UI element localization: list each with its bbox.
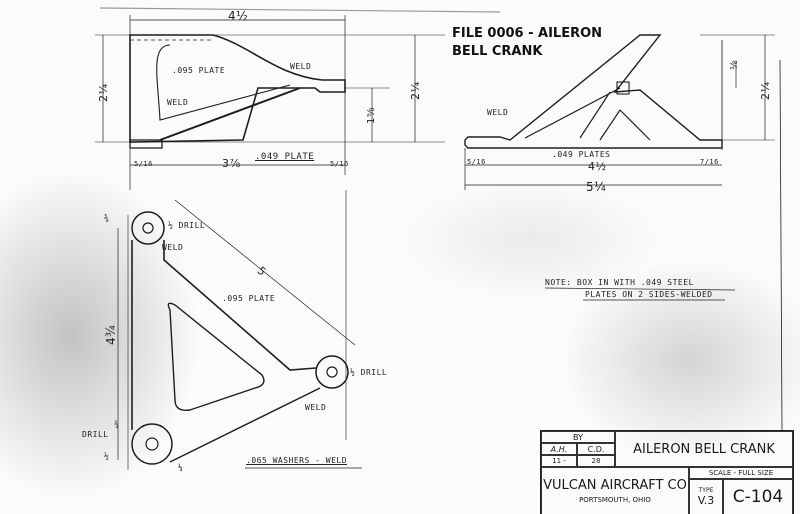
label-weld: WELD — [162, 243, 184, 252]
by-label: BY — [541, 431, 615, 443]
dim-small-bottom: ¾ — [114, 420, 120, 429]
type-cell: TYPE V.3 — [689, 479, 723, 514]
date-year: 28 — [577, 455, 615, 467]
label-095-plate: .095 PLATE — [222, 294, 276, 303]
dim-radius: ¼ — [178, 463, 184, 472]
dim-middle: 4½ — [588, 160, 607, 173]
scale: SCALE - FULL SIZE — [689, 467, 793, 479]
dim-left-height: 2¼ — [97, 83, 110, 102]
side-view — [95, 15, 445, 190]
dim-overall: 5¼ — [586, 180, 607, 194]
file-title: FILE 0006 - AILERON — [452, 26, 603, 41]
type-value: V.3 — [697, 494, 715, 507]
company-name: VULCAN AIRCRAFT CO — [543, 478, 687, 493]
title-block: BY A.H. C.D. 11 - 28 AILERON BELL CRANK … — [540, 430, 794, 514]
label-weld: WELD — [305, 403, 327, 412]
dim-offset: ½ — [104, 452, 110, 461]
note-line-2: PLATES ON 2 SIDES-WELDED — [585, 290, 713, 299]
dim-right: 5/16 — [330, 160, 349, 168]
label-washers-weld: .065 WASHERS - WELD — [246, 456, 348, 465]
label-drill: DRILL — [82, 430, 109, 439]
checked-by: C.D. — [577, 443, 615, 455]
sheet-edge — [99, 7, 501, 13]
label-049-plate: .049 PLATE — [255, 152, 315, 162]
date-month: 11 - — [541, 455, 577, 467]
drawn-by: A.H. — [541, 443, 577, 455]
file-subtitle: BELL CRANK — [452, 44, 543, 59]
part-name: AILERON BELL CRANK — [615, 431, 793, 467]
dim-height: 2¼ — [759, 81, 772, 100]
dim-middle: 3⅞ — [222, 157, 241, 170]
dim-top: ⅛ — [729, 59, 740, 70]
plan-view — [117, 190, 356, 470]
label-weld: WELD — [487, 108, 509, 117]
label-drill: ½ DRILL — [350, 368, 388, 377]
dim-left: 5/16 — [467, 158, 486, 166]
dim-right-height: 2¼ — [409, 81, 422, 100]
type-label: TYPE — [698, 487, 714, 494]
label-049-plates: .049 PLATES — [552, 150, 611, 159]
drawing-number: C-104 — [723, 479, 793, 514]
dim-lug-height: 1⅝ — [366, 106, 377, 124]
label-095-plate: .095 PLATE — [172, 66, 226, 75]
company-location: PORTSMOUTH, OHIO — [579, 496, 651, 504]
label-weld: WELD — [290, 62, 312, 71]
label-weld: WELD — [167, 98, 189, 107]
dim-height: 4¾ — [104, 324, 118, 345]
dim-small-top: ⅜ — [104, 214, 110, 223]
dim-right: 7/16 — [700, 158, 719, 166]
end-view — [464, 34, 775, 190]
note-line-1: NOTE: BOX IN WITH .049 STEEL — [545, 278, 694, 287]
dim-left: 5/16 — [134, 160, 153, 168]
dim-overall-width: 4½ — [228, 9, 249, 23]
company-cell: VULCAN AIRCRAFT CO PORTSMOUTH, OHIO — [541, 467, 689, 514]
label-drill: ½ DRILL — [168, 221, 206, 230]
sheet-border-right — [779, 59, 783, 431]
